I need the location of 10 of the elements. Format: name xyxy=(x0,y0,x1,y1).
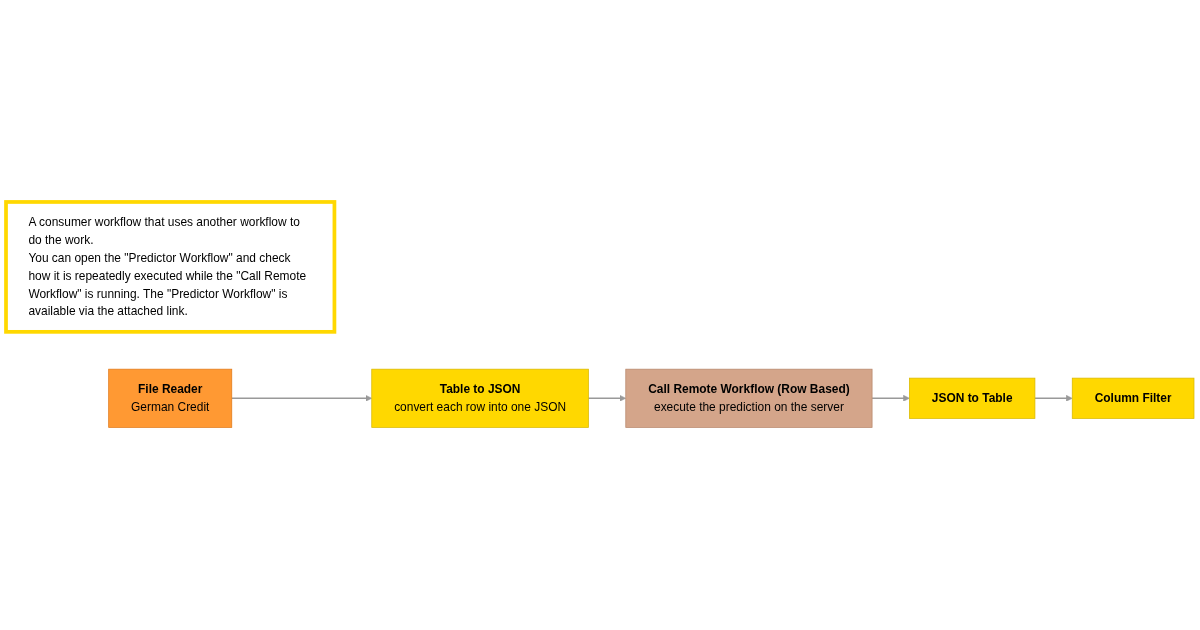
arrow xyxy=(1034,395,1073,402)
arrow xyxy=(871,395,910,402)
node-box: A consumer workflow that uses another workflow to do the work. You can open the "Predictor Workflow" and check how it is repeatedly executed while the "Call Remote Workflow" is running. The "Predictor Workflow" is available via the attached link. xyxy=(4,200,337,335)
arrow xyxy=(587,395,627,402)
node-box: Column Filter xyxy=(1071,378,1195,420)
node-box: Table to JSON convert each row into one JSON xyxy=(371,369,589,429)
node-box: JSON to Table xyxy=(909,378,1036,420)
arrow xyxy=(231,395,373,402)
node-box: File Reader German Credit xyxy=(108,369,233,429)
node-box: Call Remote Workflow (Row Based) execute the prediction on the server xyxy=(625,369,873,429)
